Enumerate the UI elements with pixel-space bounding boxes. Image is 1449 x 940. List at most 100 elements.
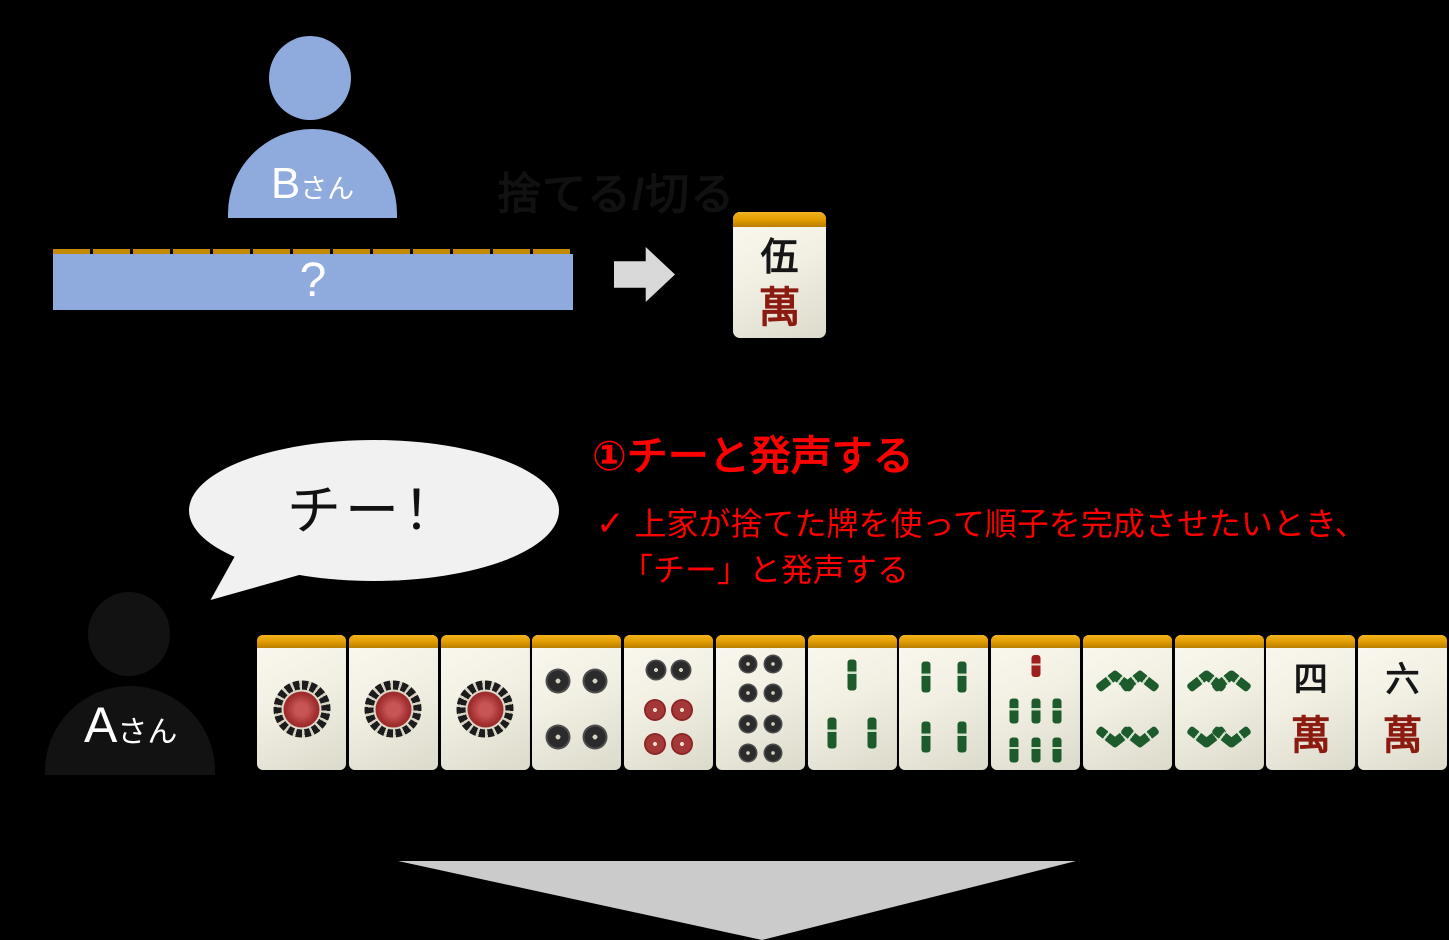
player-b-name: B — [270, 159, 301, 208]
pin-circle — [644, 699, 667, 722]
instruction-line1-text: 上家が捨てた牌を使って順子を完成させたいとき、 — [634, 506, 1367, 542]
pin-1-center — [373, 689, 414, 729]
pin-circle — [738, 743, 758, 763]
tile-back-strip — [348, 635, 438, 648]
pin-circle — [670, 733, 693, 756]
tile-face — [532, 648, 621, 770]
tile-sou-8 — [1174, 635, 1264, 770]
bamboo-stick — [1133, 725, 1160, 749]
tile-back-strip — [899, 635, 989, 648]
tile-back-strip — [624, 635, 713, 648]
kanji-top: 六 — [1385, 659, 1420, 700]
pin-circle — [545, 668, 571, 694]
kanji-bottom: 萬 — [1382, 711, 1423, 759]
tile-pin-1 — [348, 635, 438, 770]
pin-1-center — [465, 689, 505, 729]
pin-circle — [582, 724, 608, 750]
tile-face — [1175, 648, 1264, 770]
speech-bubble: チー！ — [189, 440, 559, 581]
kanji-top: 伍 — [760, 233, 799, 279]
tile-face — [624, 648, 713, 770]
bamboo-stick — [1052, 698, 1062, 724]
pin-circle — [670, 699, 693, 722]
pin-1-wheel — [364, 680, 422, 738]
bamboo-stick — [921, 661, 931, 693]
pin-circle — [545, 724, 571, 750]
tile-face — [899, 648, 988, 770]
player-b-hidden-hand: ? — [53, 249, 573, 310]
player-a-icon — [88, 592, 170, 676]
kanji-bottom: 萬 — [758, 283, 801, 333]
tile-man-4: 四萬 — [1266, 635, 1356, 770]
pin-circle — [645, 659, 667, 681]
discarded-tile-5man: 伍 萬 — [733, 212, 826, 338]
speech-bubble-text: チー！ — [287, 480, 461, 541]
pin-circle — [644, 733, 667, 756]
tile-face: 六萬 — [1358, 648, 1447, 770]
down-arrow-icon — [398, 861, 1076, 940]
tile-back-strip — [1358, 635, 1447, 648]
bamboo-stick — [1052, 737, 1062, 763]
instruction-heading: ①チーと発声する — [592, 433, 914, 479]
tile-back-strip — [807, 635, 897, 648]
tile-face — [1083, 648, 1172, 770]
tile-sou-4 — [899, 635, 989, 770]
pin-circle — [670, 659, 692, 681]
pin-circle — [738, 714, 758, 734]
tile-face: 四萬 — [1266, 648, 1355, 770]
tile-face — [441, 648, 530, 770]
player-a-name: A — [84, 697, 118, 753]
pin-circle — [763, 654, 783, 674]
right-arrow-icon — [614, 247, 675, 302]
pin-circle — [738, 683, 758, 703]
player-a-hand: 四萬六萬 — [257, 635, 1447, 770]
tile-back-strip — [532, 635, 622, 648]
bamboo-stick — [1031, 698, 1040, 724]
tile-face — [257, 648, 346, 770]
pin-circle — [763, 714, 783, 734]
tile-back-strip — [1082, 635, 1172, 648]
bamboo-stick — [1031, 655, 1040, 678]
tile-face: 伍 萬 — [733, 227, 826, 338]
tile-pin-4 — [532, 635, 622, 770]
checkmark-icon: ✓ — [596, 505, 625, 543]
tile-sou-7 — [991, 635, 1080, 770]
discard-action-text: 捨てる/切る — [497, 170, 736, 219]
tile-face — [808, 648, 897, 770]
tile-back-strip — [257, 635, 346, 648]
player-a-name-suffix: さん — [117, 716, 178, 749]
pin-1-center — [281, 689, 322, 729]
player-a-label: A さん — [84, 700, 177, 750]
player-b-icon — [269, 36, 351, 120]
bamboo-stick — [1031, 737, 1040, 763]
hidden-hand-question-mark: ? — [299, 253, 327, 307]
tile-back-strip — [991, 635, 1080, 648]
bamboo-stick — [957, 721, 967, 753]
tile-back-strip — [440, 635, 530, 648]
tile-sou-8 — [1082, 635, 1172, 770]
bamboo-stick — [1009, 698, 1019, 724]
pin-1-wheel — [273, 680, 330, 738]
tile-back-strip — [1266, 635, 1356, 648]
tile-pin-6 — [624, 635, 713, 770]
bamboo-stick — [1225, 725, 1252, 749]
player-b-icon-body: B さん — [228, 129, 397, 218]
tile-face — [991, 648, 1080, 770]
tile-pin-8 — [715, 635, 805, 770]
pin-1-wheel — [456, 680, 514, 738]
tile-pin-1 — [257, 635, 346, 770]
pin-circle — [763, 683, 783, 703]
instruction-bullet-line2: 「チー」と発声する — [621, 552, 910, 588]
tile-face — [716, 648, 805, 770]
bamboo-stick — [827, 717, 837, 749]
bamboo-stick — [957, 661, 967, 693]
tile-man-6: 六萬 — [1358, 635, 1447, 770]
kanji-top: 四 — [1293, 659, 1328, 700]
kanji-bottom: 萬 — [1290, 711, 1331, 759]
pin-circle — [738, 654, 758, 674]
tile-pin-1 — [440, 635, 530, 770]
tile-back-strip — [733, 212, 826, 227]
pin-circle — [763, 743, 783, 763]
bamboo-stick — [847, 659, 857, 691]
